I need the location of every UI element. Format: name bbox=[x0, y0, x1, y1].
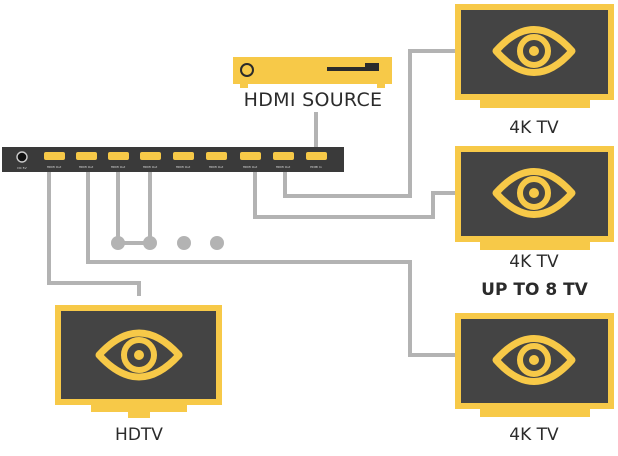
hdtv-label: HDTV bbox=[115, 425, 163, 445]
tv-top-label: 4K TV bbox=[509, 118, 559, 138]
tv-middle-label: 4K TV bbox=[509, 252, 559, 272]
port-label: HDMI Out bbox=[47, 165, 62, 169]
hdmi-splitter-icon: DC 5V HDMI Out HDMI Out HDMI Out HDMI Ou… bbox=[2, 147, 344, 172]
eye-icon bbox=[492, 168, 576, 218]
set-top-box-icon bbox=[233, 57, 392, 88]
port-label: HDMI Out bbox=[79, 165, 94, 169]
port-label: HDMI Out bbox=[111, 165, 126, 169]
power-port-label: DC 5V bbox=[17, 166, 27, 170]
cable-out2-to-tv-bottom bbox=[86, 172, 455, 357]
cable-junction bbox=[111, 236, 125, 250]
eye-icon bbox=[95, 329, 183, 381]
cable-out8-to-tv-top bbox=[283, 49, 455, 198]
port-label: HDMI In bbox=[310, 165, 322, 169]
tv-bottom-label: 4K TV bbox=[509, 425, 559, 445]
port-label: HDMI Out bbox=[143, 165, 158, 169]
tv-top bbox=[455, 4, 614, 108]
cable-extra-outputs-to-capacity bbox=[116, 172, 152, 245]
port-label: HDMI Out bbox=[209, 165, 224, 169]
hdtv bbox=[55, 305, 222, 418]
cable-out1-to-hdtv bbox=[47, 172, 141, 296]
port-label: HDMI Out bbox=[176, 165, 191, 169]
cable-junction bbox=[177, 236, 191, 250]
port-label: HDMI Out bbox=[243, 165, 258, 169]
tv-bottom bbox=[455, 313, 614, 417]
capacity-label: UP TO 8 TV bbox=[481, 280, 588, 300]
eye-icon bbox=[492, 26, 576, 76]
port-label: HDMI Out bbox=[276, 165, 291, 169]
cables bbox=[47, 49, 455, 357]
eye-icon bbox=[492, 335, 576, 385]
cable-junction bbox=[210, 236, 224, 250]
cable-junction bbox=[143, 236, 157, 250]
tv-middle bbox=[455, 146, 614, 250]
source-label: HDMI SOURCE bbox=[243, 89, 383, 111]
cable-out7-to-tv-middle bbox=[253, 172, 455, 219]
